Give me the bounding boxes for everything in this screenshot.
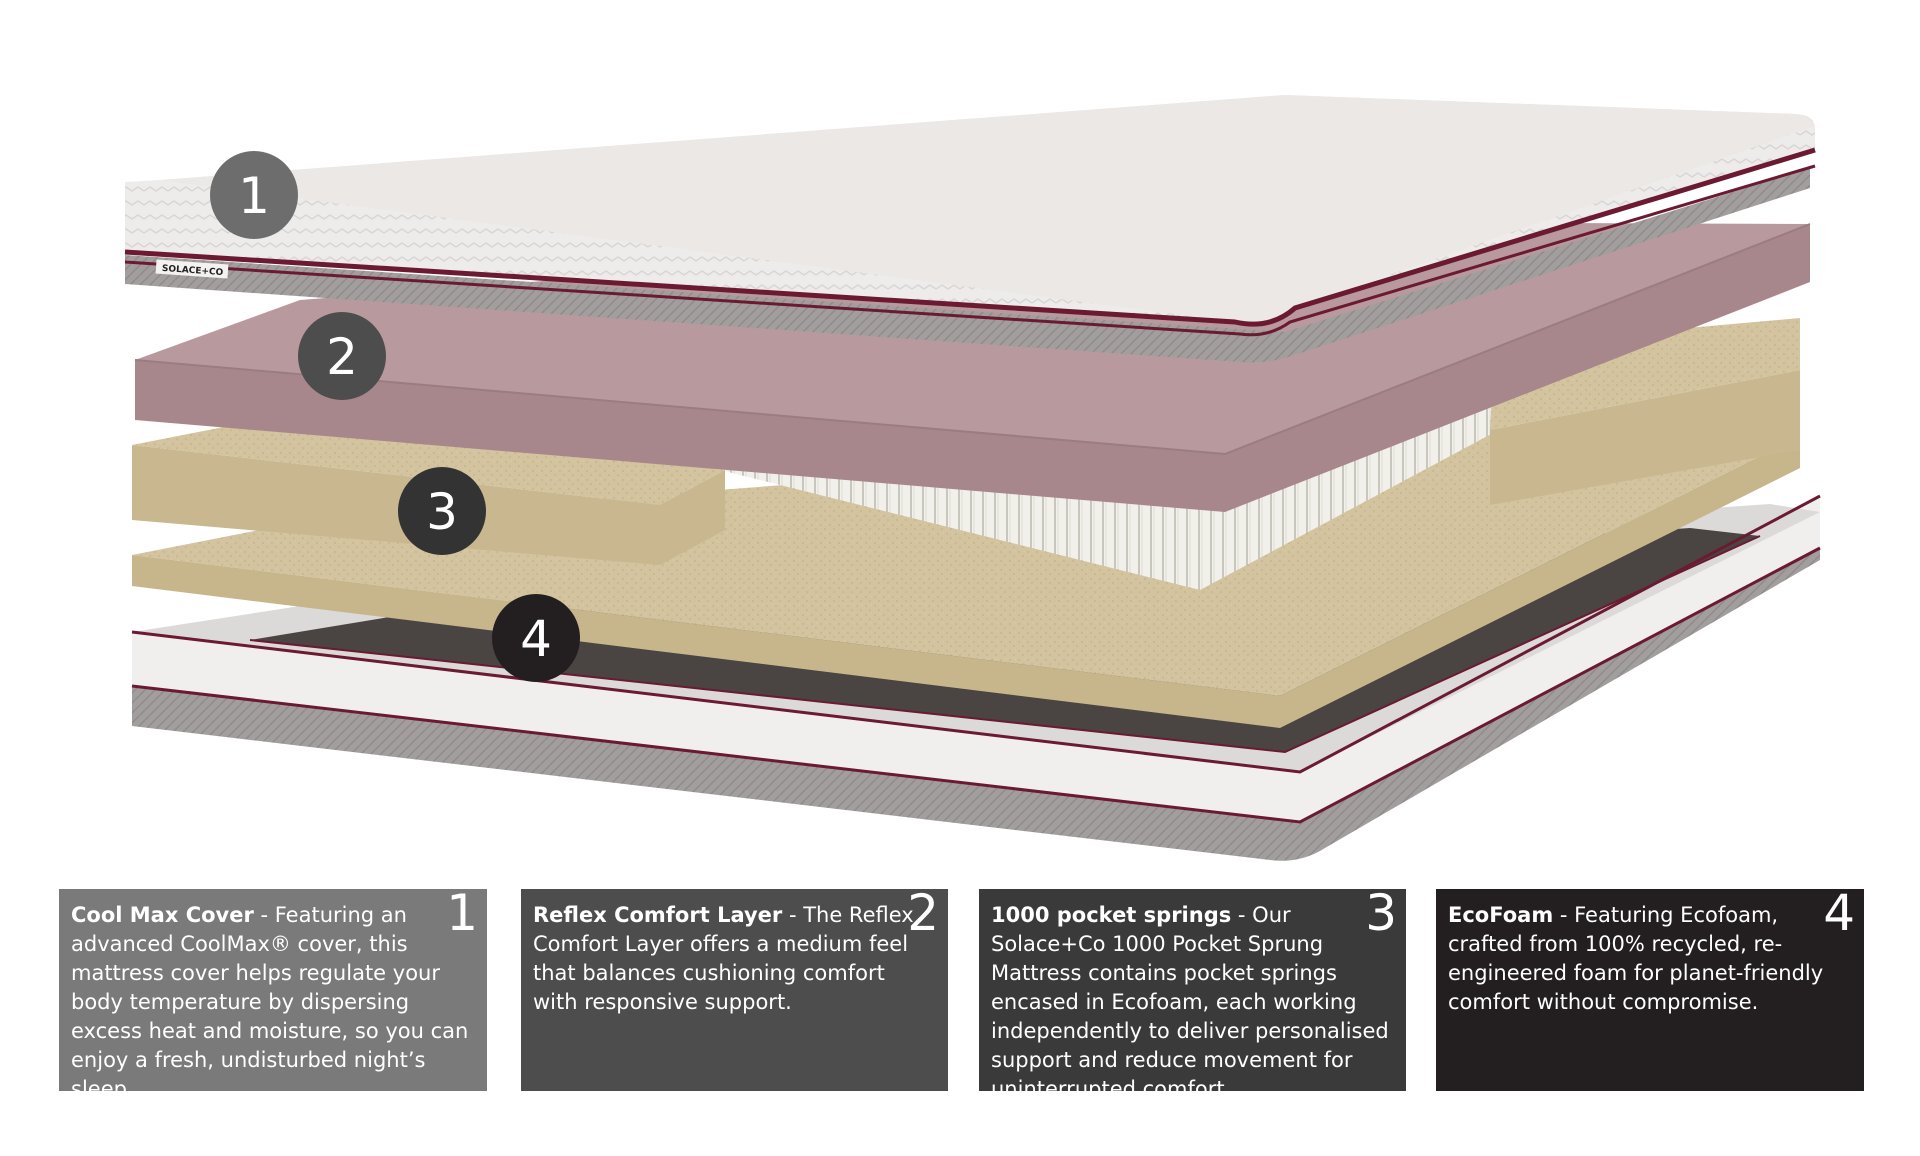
svg-text:2: 2 bbox=[326, 328, 358, 386]
coolmax-cover-layer: SOLACE+CO bbox=[124, 95, 1816, 363]
svg-text:1: 1 bbox=[238, 167, 270, 225]
panel-title: Cool Max Cover bbox=[71, 903, 254, 927]
panel-pocket-springs: 3 1000 pocket springs - Our Solace+Co 10… bbox=[979, 884, 1406, 1101]
svg-text:3: 3 bbox=[426, 483, 458, 541]
svg-text:SOLACE+CO: SOLACE+CO bbox=[162, 264, 224, 278]
panel-number: 3 bbox=[1365, 884, 1397, 942]
svg-text:4: 4 bbox=[520, 610, 552, 668]
ecofoam-lower-slab bbox=[132, 434, 1800, 728]
brand-tag: SOLACE+CO bbox=[155, 259, 229, 279]
panel-title: EcoFoam bbox=[1448, 903, 1554, 927]
badge-3: 3 bbox=[398, 467, 486, 555]
panel-description: - Featuring Ecofoam, crafted from 100% r… bbox=[1448, 903, 1824, 1014]
panel-description: - The Reflex Comfort Layer offers a medi… bbox=[533, 903, 914, 1014]
panel-reflex-comfort-layer: 2 Reflex Comfort Layer - The Reflex Comf… bbox=[521, 884, 948, 1091]
panel-title: 1000 pocket springs bbox=[991, 903, 1232, 927]
badge-4: 4 bbox=[492, 594, 580, 682]
panel-number: 4 bbox=[1823, 884, 1855, 942]
panel-number: 2 bbox=[907, 884, 939, 942]
panel-ecofoam: 4 EcoFoam - Featuring Ecofoam, crafted f… bbox=[1436, 884, 1864, 1091]
badge-2: 2 bbox=[298, 312, 386, 400]
panel-number: 1 bbox=[446, 884, 478, 942]
mattress-layers-illustration: SOLACE+CO 1 2 3 4 bbox=[124, 95, 1821, 861]
panel-description: - Featuring an advanced CoolMax® cover, … bbox=[71, 903, 469, 1101]
panel-title: Reflex Comfort Layer bbox=[533, 903, 783, 927]
panel-description: - Our Solace+Co 1000 Pocket Sprung Mattr… bbox=[991, 903, 1389, 1101]
badge-1: 1 bbox=[210, 151, 298, 239]
panel-cool-max-cover: 1 Cool Max Cover - Featuring an advanced… bbox=[59, 884, 487, 1101]
